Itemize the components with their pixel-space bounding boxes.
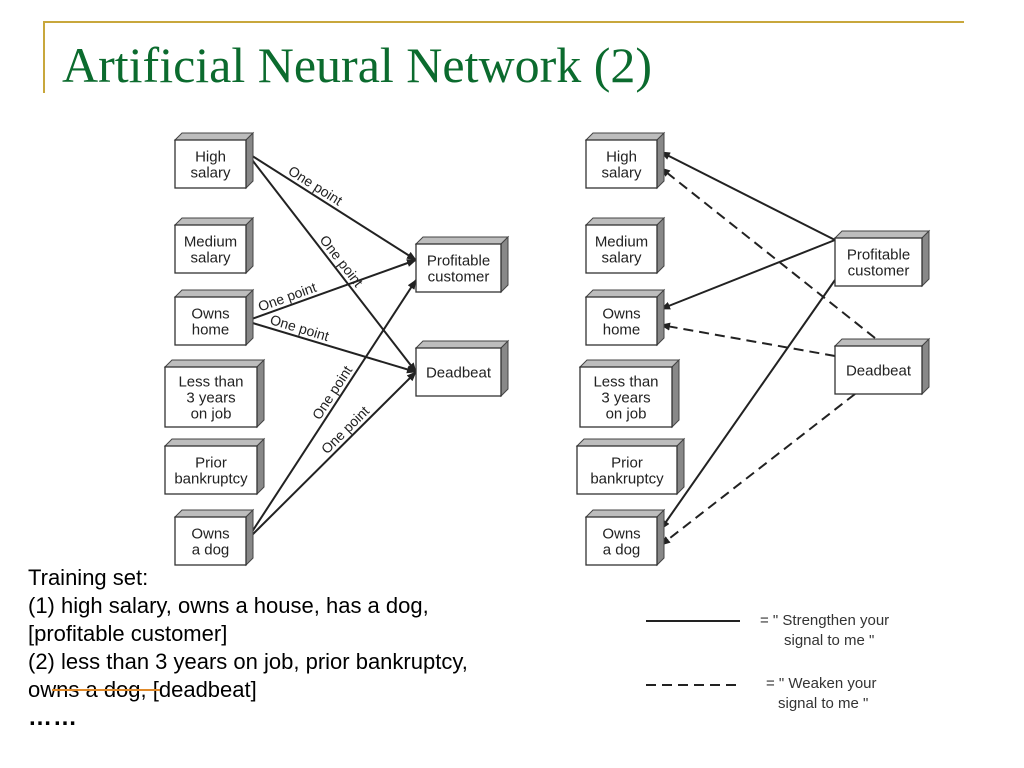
right-edge-deadbeat-to-owns-a-dog <box>660 393 856 546</box>
node-label: Medium <box>595 233 648 250</box>
training-set-text: Training set: (1) high salary, owns a ho… <box>28 564 628 732</box>
node-label: on job <box>606 405 647 422</box>
node-label: a dog <box>192 541 230 558</box>
node-label: home <box>603 321 641 338</box>
right-edge-profitable-customer-to-owns-home <box>660 239 836 310</box>
legend-weaken-line-1: = " Weaken your <box>766 675 877 692</box>
node-label: Deadbeat <box>846 362 912 379</box>
connections-layer <box>245 151 876 546</box>
edge-label-one-point: One point <box>286 162 346 208</box>
node-label: High <box>606 148 637 165</box>
node-label: 3 years <box>601 389 650 406</box>
node-label: on job <box>191 405 232 422</box>
node-label: salary <box>601 249 642 266</box>
node-label: customer <box>428 268 490 285</box>
node-label: Profitable <box>847 246 910 263</box>
slide-title: Artificial Neural Network (2) <box>62 37 653 93</box>
node-label: salary <box>190 249 231 266</box>
node-label: salary <box>601 164 642 181</box>
left-node-deadbeat: Deadbeat <box>414 339 510 398</box>
node-label: Deadbeat <box>426 364 492 381</box>
right-edge-profitable-customer-to-high-salary <box>660 151 836 241</box>
left-edge-high-salary-to-deadbeat <box>245 151 417 373</box>
node-label: bankruptcy <box>590 470 664 487</box>
legend-lines <box>646 620 742 686</box>
node-label: home <box>192 321 230 338</box>
node-label: Owns <box>191 305 229 322</box>
edge-label-one-point: One point <box>317 232 367 290</box>
node-label: High <box>195 148 226 165</box>
right-edge-deadbeat-to-owns-home <box>660 322 836 357</box>
training-line-1: (1) high salary, owns a house, has a dog… <box>28 593 429 618</box>
node-label: a dog <box>603 541 641 558</box>
left-edge-high-salary-to-profitable-customer <box>245 151 417 261</box>
annotation-underline <box>52 689 160 691</box>
left-edge-owns-home-to-deadbeat <box>245 320 417 374</box>
legend-strengthen-line-1: = " Strengthen your <box>760 612 890 629</box>
legend-weaken: = " Weaken your signal to me " <box>766 674 877 714</box>
training-heading: Training set: <box>28 565 149 590</box>
training-ellipsis: …… <box>28 704 78 731</box>
left-edge-owns-a-dog-to-deadbeat <box>245 371 417 542</box>
edge-label-one-point: One point <box>268 311 331 344</box>
node-label: Owns <box>602 525 640 542</box>
left-edge-owns-a-dog-to-profitable-customer <box>245 279 417 542</box>
node-label: Less than <box>593 373 658 390</box>
node-label: customer <box>848 262 910 279</box>
node-label: Less than <box>178 373 243 390</box>
edge-label-one-point: One point <box>309 363 356 423</box>
right-edge-profitable-customer-to-owns-a-dog <box>660 279 836 530</box>
node-label: Prior <box>195 454 227 471</box>
legend-weaken-line-2: signal to me " <box>778 695 869 712</box>
node-label: Owns <box>602 305 640 322</box>
title-frame-top <box>43 21 964 23</box>
node-label: Medium <box>184 233 237 250</box>
training-line-2: [profitable customer] <box>28 621 228 646</box>
training-line-3: (2) less than 3 years on job, prior bank… <box>28 649 468 674</box>
right-node-deadbeat: Deadbeat <box>833 337 931 396</box>
node-label: bankruptcy <box>174 470 248 487</box>
node-label: Owns <box>191 525 229 542</box>
node-label: 3 years <box>186 389 235 406</box>
node-label: Profitable <box>427 252 490 269</box>
left-edge-owns-home-to-profitable-customer <box>245 259 417 322</box>
title-frame-left <box>43 21 45 93</box>
right-edge-deadbeat-to-high-salary <box>660 167 876 339</box>
node-label: Prior <box>611 454 643 471</box>
node-label: salary <box>190 164 231 181</box>
legend-strengthen: = " Strengthen your signal to me " <box>760 611 889 651</box>
legend-strengthen-line-2: signal to me " <box>784 632 875 649</box>
edge-label-one-point: One point <box>256 279 319 315</box>
